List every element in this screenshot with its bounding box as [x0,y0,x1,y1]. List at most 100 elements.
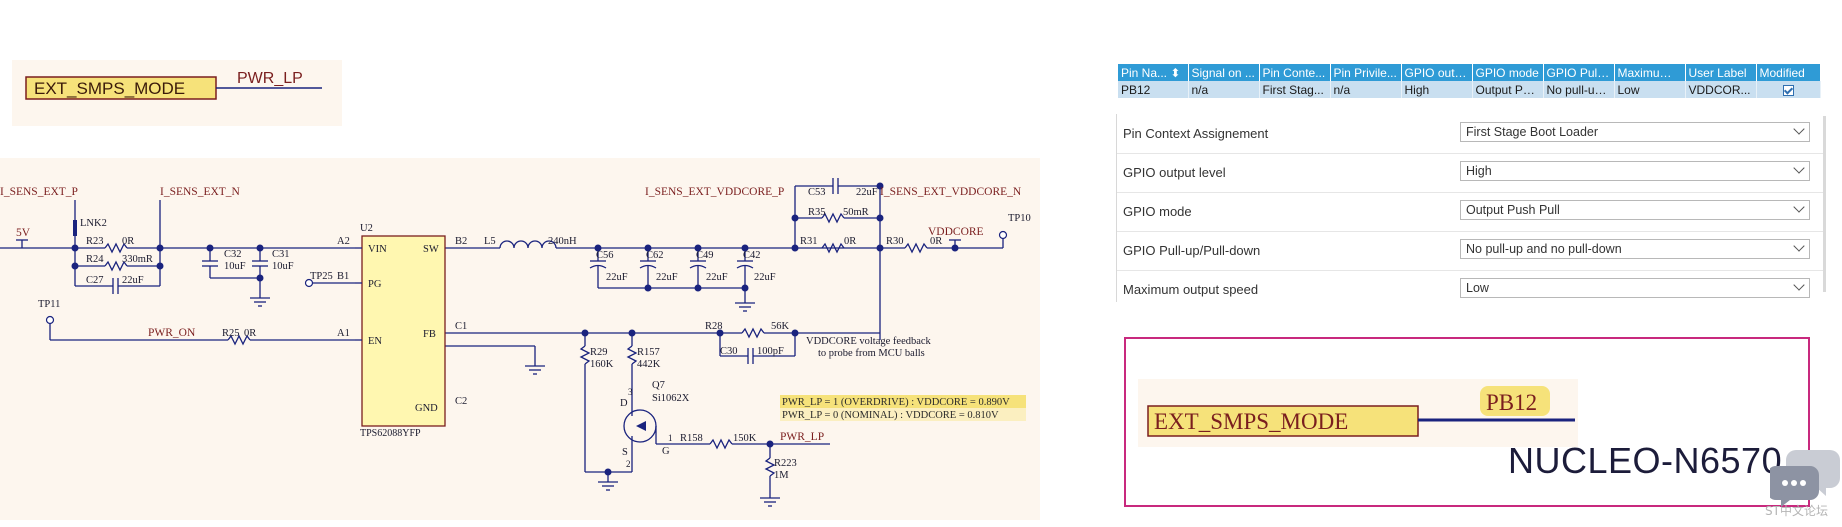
lp-note-highlight [780,408,1026,421]
config-label: GPIO mode [1123,204,1192,219]
r30-label: R30 [886,236,904,247]
config-row-gpio-mode: GPIO mode Output Push Pull [1117,192,1823,232]
vertical-scrollbar[interactable] [1823,116,1826,292]
q7-part: Si1062X [652,393,690,404]
column-header-pin-name[interactable]: Pin Na... ⬍ [1118,64,1189,81]
pb12-label: PB12 [1486,390,1537,415]
c27-label: C27 [86,275,104,286]
junction [581,329,589,337]
r28-value: 56K [771,321,790,332]
gpio-mode-dropdown[interactable]: Output Push Pull [1460,200,1810,220]
table-cell[interactable]: PB12 [1118,81,1189,98]
r158-value: 150K [733,433,757,444]
config-label: GPIO output level [1123,165,1226,180]
c56-value: 22uF [606,272,628,283]
junction [594,244,602,252]
table-cell[interactable]: First Stag... [1259,81,1331,98]
junction [256,244,264,252]
junction [71,262,79,270]
l5-inductor [499,240,557,249]
q7-pin3: 3 [628,387,633,397]
r23-resistor [104,242,128,254]
table-cell[interactable] [1756,81,1821,98]
junction [156,244,164,252]
junction [716,329,724,337]
tp25-testpoint [304,278,314,288]
tp11-testpoint [45,315,55,325]
max-speed-dropdown[interactable]: Low [1460,278,1810,298]
net-i-sens-ext-p: I_SENS_EXT_P [0,186,78,198]
dropdown-value: No pull-up and no pull-down [1466,242,1622,256]
junction [876,214,884,222]
r31-label: R31 [800,236,818,247]
q7-label: Q7 [652,380,665,391]
modified-checkbox[interactable] [1782,84,1794,96]
table-cell[interactable]: VDDCOR... [1685,81,1757,98]
c62-plate [639,264,657,269]
r25-value: 0R [244,328,256,339]
gpio-output-level-dropdown[interactable]: High [1460,161,1810,181]
column-header-pin-context[interactable]: Pin Conte... [1259,64,1331,81]
r157-value: 442K [637,359,661,370]
r23-label: R23 [86,236,104,247]
r24-label: R24 [86,254,104,265]
feedback-note-2: to probe from MCU balls [818,348,925,359]
column-header-user-label[interactable]: User Label [1685,64,1757,81]
table-cell[interactable]: No pull-up ... [1543,81,1615,98]
net-label-panel: EXT_SMPS_MODE PWR_LP [12,60,342,126]
table-cell[interactable]: High [1401,81,1473,98]
junction [951,244,959,252]
table-cell[interactable]: n/a [1330,81,1402,98]
r24-value: 330mR [122,254,153,265]
column-header-pin-privilege[interactable]: Pin Privile... [1330,64,1402,81]
c32-value: 10uF [224,261,246,272]
r30-resistor [904,242,928,254]
gpio-pull-dropdown[interactable]: No pull-up and no pull-down [1460,239,1810,259]
c49-value: 22uF [706,272,728,283]
net-i-sens-ext-n: I_SENS_EXT_N [160,186,241,198]
r223-label: R223 [774,458,797,469]
c31-value: 10uF [272,261,294,272]
dropdown-value: Output Push Pull [1466,203,1560,217]
c62-value: 22uF [656,272,678,283]
net-vddcore-n: I_SENS_EXT_VDDCORE_N [880,186,1022,198]
c32-label: C32 [224,249,242,260]
pad-c1: C1 [455,321,467,332]
table-row[interactable]: PB12 n/a First Stag... n/a High Output P… [1118,81,1821,98]
r157-label: R157 [637,347,660,358]
junction [256,274,264,282]
column-header-signal[interactable]: Signal on ... [1188,64,1260,81]
dropdown-value: Low [1466,281,1489,295]
column-header-gpio-pull[interactable]: GPIO Pull-... [1543,64,1615,81]
config-row-max-speed: Maximum output speed Low [1117,270,1823,309]
pb12-highlight [1480,386,1550,416]
pad-b1: B1 [337,271,349,282]
table-cell[interactable]: n/a [1188,81,1260,98]
chevron-down-icon [1793,162,1805,174]
pad-b2: B2 [455,236,467,247]
r29-label: R29 [590,347,608,358]
column-header-max-speed[interactable]: Maximum ... [1614,64,1686,81]
column-header-gpio-mode[interactable]: GPIO mode [1472,64,1544,81]
r25-resistor [227,334,251,346]
c42-value: 22uF [754,272,776,283]
column-header-gpio-output[interactable]: GPIO outp... [1401,64,1473,81]
tp10-label: TP10 [1008,213,1031,224]
r35-label: R35 [808,207,826,218]
net-label-svg: EXT_SMPS_MODE PWR_LP [25,70,322,100]
column-header-modified[interactable]: Modified [1756,64,1821,81]
table-cell[interactable]: Output Pu... [1472,81,1544,98]
pin-gnd: GND [415,403,438,414]
junction [71,244,79,252]
chevron-down-icon [1793,201,1805,213]
pin-context-dropdown[interactable]: First Stage Boot Loader [1460,122,1810,142]
c53-value: 22uF [856,187,878,198]
config-label: GPIO Pull-up/Pull-down [1123,243,1261,258]
table-cell[interactable]: Low [1614,81,1686,98]
r158-resistor [709,438,733,450]
r25-label: R25 [222,328,240,339]
chevron-down-icon [1793,240,1805,252]
watermark: ST中文论坛 [1765,504,1828,518]
c62-label: C62 [646,250,664,261]
junction [741,244,749,252]
